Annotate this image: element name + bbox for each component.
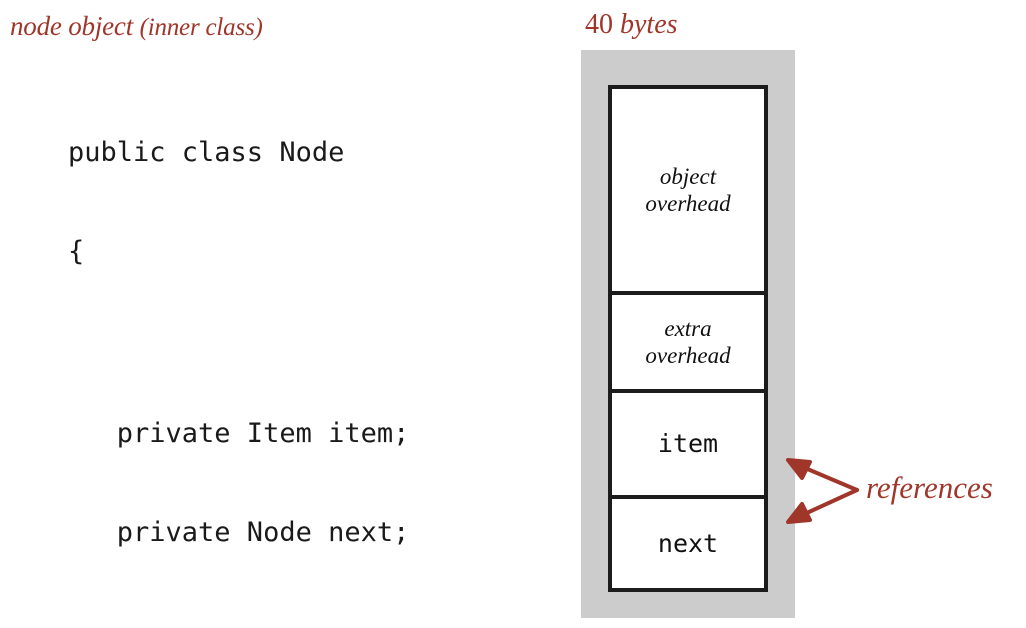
code-block: public class Node { private Item item; p… xyxy=(68,70,409,628)
references-arrow-icon xyxy=(786,458,859,524)
code-line: private Node next; xyxy=(68,517,410,548)
code-line: public class Node xyxy=(68,137,345,168)
field-extra-overhead: extra overhead xyxy=(612,291,764,389)
caption-main-text: node object xyxy=(10,11,134,41)
field-object-overhead-line2: overhead xyxy=(645,191,731,216)
field-object-overhead-line1: object xyxy=(659,164,717,189)
field-extra-overhead-line2: overhead xyxy=(645,343,731,368)
code-line: private Item item; xyxy=(68,418,410,449)
field-object-overhead: object overhead xyxy=(612,89,764,291)
object-layout-box: object overhead extra overhead item next xyxy=(608,85,768,592)
references-label: references xyxy=(866,470,993,505)
memory-size-unit: bytes xyxy=(620,9,678,40)
field-item: item xyxy=(612,389,764,495)
field-extra-overhead-line1: extra xyxy=(664,316,712,341)
code-line: { xyxy=(68,236,85,267)
field-next: next xyxy=(612,495,764,588)
references-arrows xyxy=(770,440,880,540)
figure-caption: node object (inner class) xyxy=(10,10,263,44)
caption-parenthetical-text: (inner class) xyxy=(139,14,263,41)
code-line-blank xyxy=(68,334,409,351)
code-line-blank xyxy=(68,615,409,628)
memory-size-number: 40 xyxy=(585,9,613,40)
memory-size-label: 40 bytes xyxy=(585,8,678,42)
